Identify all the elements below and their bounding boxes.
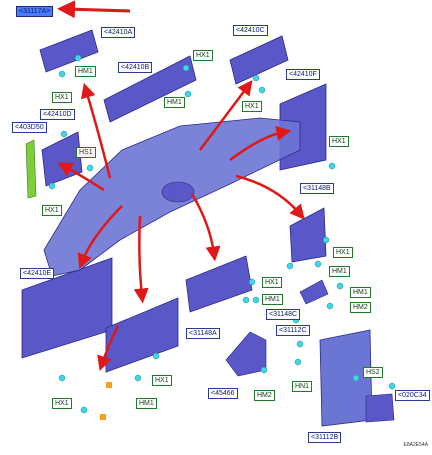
arrow-to-42410c <box>198 79 253 151</box>
clip-11 <box>314 260 322 268</box>
orange-marker-0 <box>106 382 112 388</box>
arrow-to-42410a <box>80 82 112 179</box>
clip-21 <box>294 358 302 366</box>
callout-42410a[interactable]: <42410A <box>101 27 136 38</box>
callout-42410e[interactable]: <42410E <box>20 268 55 279</box>
arrow-to-bottom-left <box>133 215 149 304</box>
arrow-main-callout <box>57 0 131 19</box>
clip-9 <box>328 162 336 170</box>
clip-10 <box>322 236 330 244</box>
orange-marker-1 <box>100 414 106 420</box>
panel-31148b <box>289 207 327 263</box>
fastener-hm2-r[interactable]: HM2 <box>350 302 371 313</box>
clip-15 <box>336 282 344 290</box>
clip-5 <box>258 86 266 94</box>
clip-12 <box>286 262 294 270</box>
callout-020c34[interactable]: <020C34 <box>395 390 430 401</box>
fastener-hx1-b[interactable]: HX1 <box>52 92 72 103</box>
fastener-hx1-bc[interactable]: HX1 <box>152 375 172 386</box>
diagram-reference-code: E8A2E54A <box>403 442 428 448</box>
fastener-hx1-c[interactable]: HX1 <box>242 101 262 112</box>
clip-27 <box>242 296 250 304</box>
fastener-hm1-b[interactable]: HM1 <box>164 97 185 108</box>
rear-pillar-31112b <box>319 329 373 427</box>
clip-3 <box>182 64 190 72</box>
clip-25 <box>296 340 304 348</box>
fastener-hx1-center[interactable]: HX1 <box>262 277 282 288</box>
callout-31112c[interactable]: <31112C <box>276 325 310 336</box>
clip-18 <box>134 374 142 382</box>
clip-4 <box>252 74 260 82</box>
fastener-hm1-r2[interactable]: HM1 <box>350 287 371 298</box>
panel-bottom-left <box>105 297 179 373</box>
cover-31148c <box>299 279 329 305</box>
fastener-hx1-right[interactable]: HX1 <box>329 136 349 147</box>
arrow-to-bottom-panel <box>97 325 120 372</box>
fastener-hm1-top[interactable]: HM1 <box>75 66 96 77</box>
callout-45466[interactable]: <45466 <box>208 388 238 399</box>
fastener-hm1-mid[interactable]: HM1 <box>329 266 350 277</box>
arrow-to-42410e <box>77 205 123 269</box>
callout-31148c[interactable]: <31148C <box>266 309 301 320</box>
callout-42410b[interactable]: <42410B <box>118 62 153 73</box>
callout-42410c[interactable]: <42410C <box>233 25 268 36</box>
clip-16 <box>326 302 334 310</box>
arrow-to-42410d <box>57 162 105 192</box>
clip-14 <box>252 296 260 304</box>
clip-0 <box>58 70 66 78</box>
main-part-callout[interactable]: <31117A> <box>16 6 54 17</box>
clip-22 <box>352 374 360 382</box>
fastener-hm1-bl[interactable]: HM1 <box>136 398 157 409</box>
panel-42410a <box>39 29 99 73</box>
fastener-hx1-mid[interactable]: HX1 <box>333 247 353 258</box>
wheel-arch <box>161 181 195 203</box>
clip-7 <box>48 182 56 190</box>
panel-42410d <box>41 131 83 187</box>
arrow-to-31148a <box>190 193 221 262</box>
clip-20 <box>260 366 268 374</box>
clip-17 <box>58 374 66 382</box>
fastener-hm1-center[interactable]: HM1 <box>262 294 283 305</box>
panel-42410c <box>229 35 289 85</box>
clip-2 <box>184 90 192 98</box>
callout-31148b[interactable]: <31148B <box>300 183 334 194</box>
callout-31148a[interactable]: <31148A <box>186 328 220 339</box>
clip-6 <box>60 130 68 138</box>
arrow-to-31148b <box>235 174 305 220</box>
callout-42410f[interactable]: <42410F <box>286 69 320 80</box>
clip-8 <box>86 164 94 172</box>
panel-31148a <box>185 255 253 313</box>
fastener-hn1[interactable]: HN1 <box>292 381 313 392</box>
fastener-hx1-top[interactable]: HX1 <box>193 50 213 61</box>
panel-42410b <box>103 55 197 123</box>
callout-31112b[interactable]: <31112B <box>308 432 342 443</box>
callout-42410d[interactable]: <42410D <box>40 109 75 120</box>
clip-19 <box>152 352 160 360</box>
arrow-to-42410f <box>229 125 292 162</box>
clip-23 <box>388 382 396 390</box>
fastener-hs1[interactable]: HS1 <box>76 147 96 158</box>
clip-13 <box>248 278 256 286</box>
foam-strip-403d50 <box>25 139 37 199</box>
fastener-hx1-d[interactable]: HX1 <box>42 205 62 216</box>
fastener-hm2-bottom[interactable]: HM2 <box>254 390 275 401</box>
fastener-hx1-bl[interactable]: HX1 <box>52 398 72 409</box>
wheelhouse-liner-45466 <box>225 331 267 377</box>
clip-24 <box>80 406 88 414</box>
callout-403d50[interactable]: <403D50 <box>12 122 47 133</box>
clip-1 <box>74 54 82 62</box>
fastener-hs2[interactable]: HS2 <box>363 367 383 378</box>
bracket-020c34 <box>365 393 395 423</box>
